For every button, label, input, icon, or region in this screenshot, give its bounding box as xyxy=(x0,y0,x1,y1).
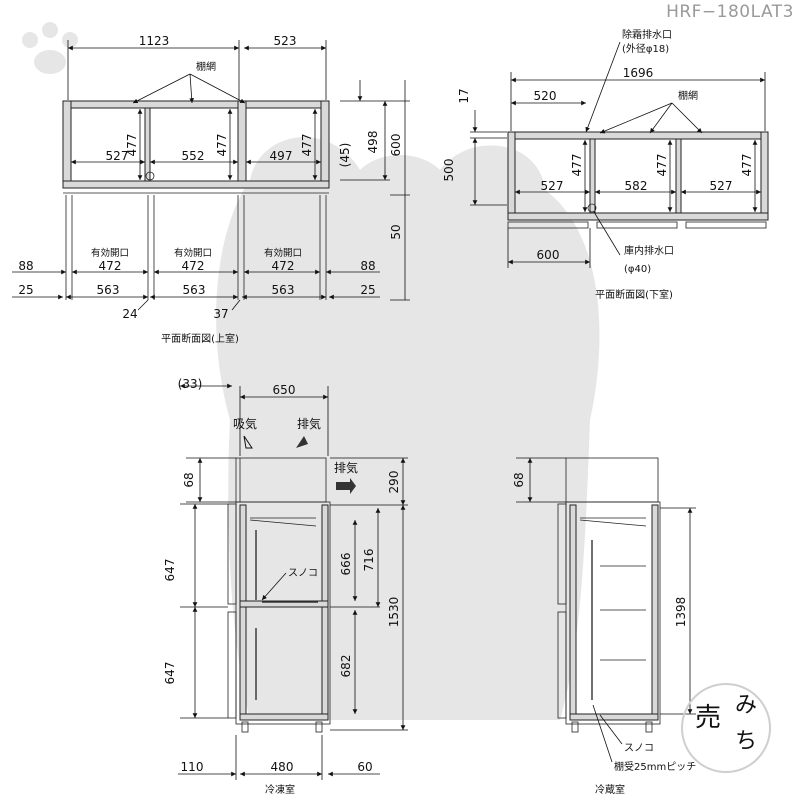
freezer-gap-68: 68 xyxy=(182,472,196,487)
upper-caption: 平面断面図(上室) xyxy=(161,332,239,345)
opening-label-3: 有効開口 xyxy=(264,247,302,259)
opening-472-1: 472 xyxy=(99,259,122,273)
lower-inner-527-b: 527 xyxy=(710,179,733,193)
freezer-dim-666: 666 xyxy=(339,553,353,576)
freezer-dim-290: 290 xyxy=(387,471,401,494)
drain-top-dia: (外径φ18) xyxy=(622,42,669,55)
lower-depth-2: 477 xyxy=(655,154,669,177)
door-647-lower: 647 xyxy=(163,662,177,685)
side-fridge: 68 1398 スノコ 棚受25mmピッチ 冷蔵室 xyxy=(512,457,696,796)
exhaust-side-label: 排気 xyxy=(334,460,358,475)
door-647-upper: 647 xyxy=(163,559,177,582)
side-25-right: 25 xyxy=(360,283,375,297)
fridge-caption: 冷蔵室 xyxy=(595,783,625,796)
intake-label: 吸気 xyxy=(233,416,257,431)
side-freezer: (33) 650 吸気 排気 排気 68 647 647 スノコ 290 666 xyxy=(163,377,408,796)
stamp-char-1: 売 xyxy=(695,703,721,733)
stamp-char-2: み xyxy=(735,693,757,718)
upper-width-1123: 1123 xyxy=(139,34,170,48)
exhaust-label: 排気 xyxy=(297,416,321,431)
lower-depth-3: 477 xyxy=(740,154,754,177)
small-37: 37 xyxy=(213,307,228,321)
lower-dim-600: 600 xyxy=(537,248,560,262)
fridge-gap-68: 68 xyxy=(512,472,526,487)
opening-472-2: 472 xyxy=(182,259,205,273)
side-25-left: 25 xyxy=(18,283,33,297)
fridge-sunoko: スノコ xyxy=(624,743,654,754)
plan-lower: 1696 520 除霜排水口 (外径φ18) 棚網 527 582 527 47… xyxy=(442,28,769,301)
opening-label-1: 有効開口 xyxy=(91,247,129,259)
lower-depth-1: 477 xyxy=(570,154,584,177)
lower-inner-582: 582 xyxy=(625,179,648,193)
upper-dim-45: (45) xyxy=(338,143,352,168)
lower-shelf-label: 棚網 xyxy=(678,89,698,102)
upper-depth-3: 477 xyxy=(300,134,314,157)
upper-depth-2: 477 xyxy=(215,134,229,157)
drain-label: 庫内排水口 xyxy=(624,244,674,257)
background-mascot xyxy=(22,22,600,721)
opening-472-3: 472 xyxy=(272,259,295,273)
side-88-right: 88 xyxy=(360,259,375,273)
opening-label-2: 有効開口 xyxy=(174,247,212,259)
upper-width-523: 523 xyxy=(274,34,297,48)
freezer-dim-682: 682 xyxy=(339,655,353,678)
upper-inner-497: 497 xyxy=(270,149,293,163)
drain-dia: (φ40) xyxy=(624,264,651,275)
upper-inner-552: 552 xyxy=(182,149,205,163)
lower-inner-527-a: 527 xyxy=(541,179,564,193)
upper-shelf-label: 棚網 xyxy=(196,60,216,73)
model-number: HRF−180LAT3 xyxy=(666,2,794,22)
freezer-dim-1530: 1530 xyxy=(387,597,401,628)
fridge-height-1398: 1398 xyxy=(674,597,688,628)
lower-caption: 平面断面図(下室) xyxy=(595,288,673,301)
plan-upper: 1123 523 棚網 527 552 497 477 477 477 (45)… xyxy=(12,34,410,345)
bottom-563-3: 563 xyxy=(272,283,295,297)
lower-dim-520: 520 xyxy=(534,89,557,103)
fridge-shelf-pitch: 棚受25mmピッチ xyxy=(614,760,696,773)
side-88-left: 88 xyxy=(18,259,33,273)
upper-depth-1: 477 xyxy=(125,134,139,157)
stamp-char-3: ち xyxy=(735,729,757,754)
freezer-top-33: (33) xyxy=(178,377,203,391)
freezer-dim-716: 716 xyxy=(362,549,376,572)
lower-overall-1696: 1696 xyxy=(623,66,654,80)
freezer-bottom-110: 110 xyxy=(181,760,204,774)
lower-dim-500: 500 xyxy=(442,159,456,182)
freezer-bottom-60: 60 xyxy=(357,760,372,774)
freezer-depth-650: 650 xyxy=(273,383,296,397)
freezer-bottom-480: 480 xyxy=(271,760,294,774)
bottom-563-2: 563 xyxy=(183,283,206,297)
upper-dim-50: 50 xyxy=(389,224,403,239)
upper-dim-600: 600 xyxy=(389,134,403,157)
lower-dim-17: 17 xyxy=(457,88,471,103)
upper-inner-527: 527 xyxy=(106,149,129,163)
drain-top-label: 除霜排水口 xyxy=(622,28,672,41)
small-24: 24 xyxy=(122,307,137,321)
upper-dim-498: 498 xyxy=(366,131,380,154)
bottom-563-1: 563 xyxy=(97,283,120,297)
stamp-watermark: 売 み ち xyxy=(681,683,771,773)
freezer-sunoko: スノコ xyxy=(288,568,318,579)
freezer-caption: 冷凍室 xyxy=(265,783,295,796)
